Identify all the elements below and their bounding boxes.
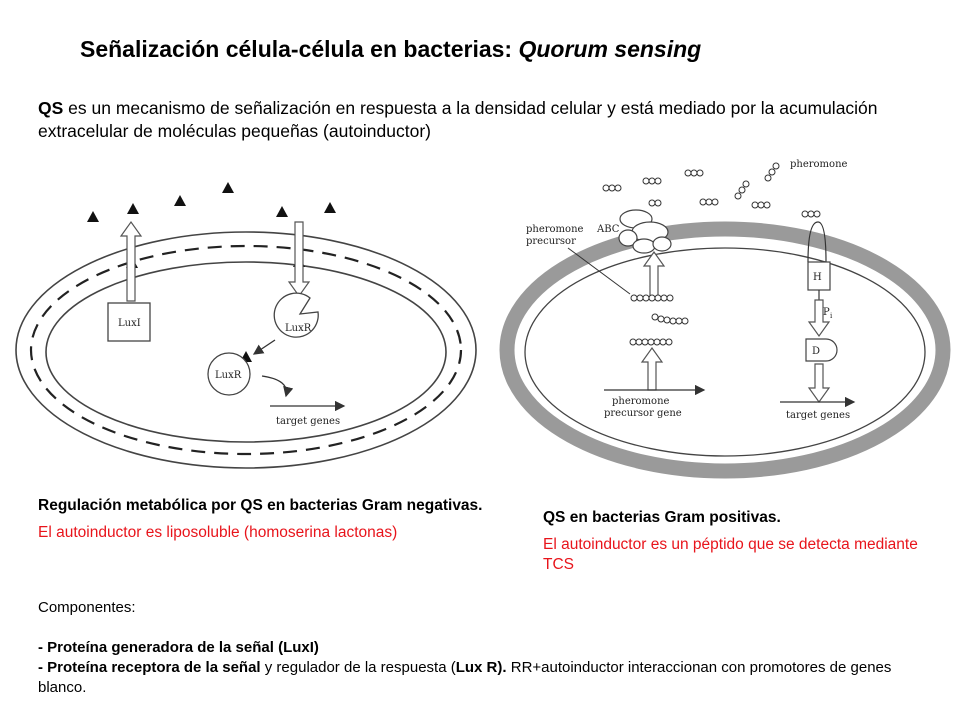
intro-text: es un mecanismo de señalización en respu… bbox=[38, 98, 878, 141]
intro-qs: QS bbox=[38, 98, 64, 118]
right-caption-heading: QS en bacterias Gram positivas. bbox=[543, 509, 781, 526]
inner-membrane bbox=[45, 261, 447, 443]
right-caption-red: El autoinductor es un péptido que se det… bbox=[543, 536, 918, 573]
abc-label: ABC bbox=[596, 224, 620, 235]
membrane bbox=[524, 247, 926, 457]
periplasm-dashed bbox=[29, 244, 463, 456]
components-block: Componentes: - Proteína generadora de la… bbox=[38, 598, 943, 698]
i-label: i bbox=[830, 312, 833, 320]
right-caption: QS en bacterias Gram positivas. El autoi… bbox=[543, 508, 923, 575]
gene-label-2: precursor gene bbox=[604, 408, 682, 419]
precursor-peptides bbox=[629, 294, 689, 346]
luxr-top-label: LuxR bbox=[285, 323, 312, 334]
cell-wall bbox=[499, 221, 951, 479]
luxi-box bbox=[107, 302, 151, 342]
components-item2-bold: - Proteína receptora de la señal bbox=[38, 659, 261, 676]
left-target-genes: target genes bbox=[276, 416, 340, 427]
export-arrow bbox=[119, 220, 143, 302]
abc-transporter bbox=[618, 209, 672, 254]
pheromone-label: pheromone bbox=[790, 159, 848, 170]
h-label: H bbox=[813, 272, 822, 283]
pheromone-peptides bbox=[602, 162, 821, 218]
luxr-complex bbox=[207, 352, 251, 396]
p-label: P bbox=[823, 307, 830, 318]
luxr-bottom-label: LuxR bbox=[215, 370, 242, 381]
gram-positive-diagram: pheromone ABC pheromone precursor pherom… bbox=[499, 159, 951, 479]
export-arrow-right bbox=[642, 250, 666, 299]
left-caption-heading: Regulación metabólica por QS en bacteria… bbox=[38, 497, 483, 514]
left-caption-red: El autoinductor es liposoluble (homoseri… bbox=[38, 524, 398, 541]
gene-label-1: pheromone bbox=[612, 396, 670, 407]
title-italic: Quorum sensing bbox=[518, 36, 702, 62]
receptor-loop bbox=[807, 221, 827, 263]
d-box bbox=[805, 338, 838, 362]
left-caption: Regulación metabólica por QS en bacteria… bbox=[38, 496, 488, 543]
d-label: D bbox=[812, 346, 820, 357]
page-title: Señalización célula-célula en bacterias:… bbox=[80, 36, 702, 62]
outer-membrane bbox=[15, 231, 477, 469]
intro-paragraph: QS es un mecanismo de señalización en re… bbox=[38, 97, 928, 143]
luxi-label: LuxI bbox=[118, 318, 141, 329]
precursor-label-1: pheromone bbox=[526, 224, 584, 235]
precursor-label-2: precursor bbox=[526, 236, 576, 247]
gram-negative-diagram: LuxI LuxR LuxR target genes bbox=[15, 182, 477, 469]
components-item1: - Proteína generadora de la señal (LuxI) bbox=[38, 639, 319, 656]
right-target-genes: target genes bbox=[786, 410, 850, 421]
import-arrow bbox=[287, 221, 311, 298]
components-heading: Componentes: bbox=[38, 599, 136, 616]
luxr-receptor bbox=[273, 292, 319, 338]
gene-arrow-up bbox=[640, 346, 664, 391]
